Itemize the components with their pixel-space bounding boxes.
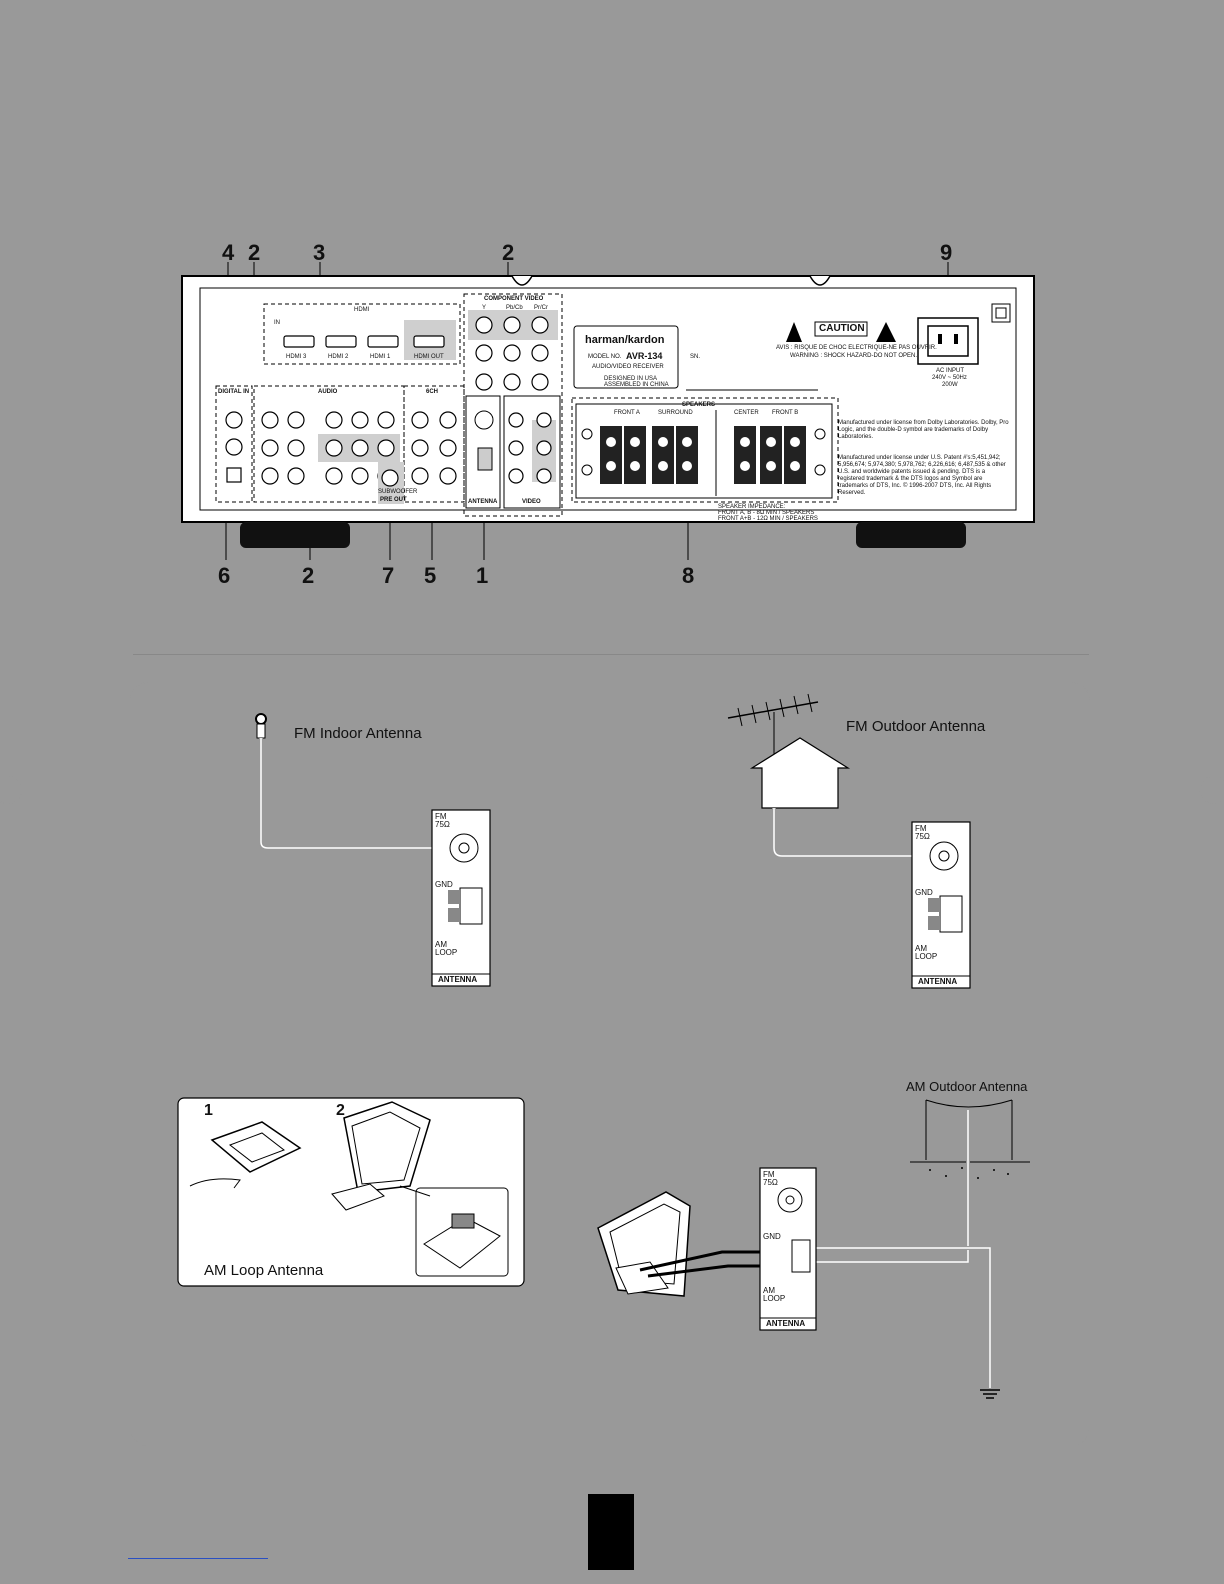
ac-wattage: 200W xyxy=(942,382,958,388)
ac-voltage: 240V ~ 50Hz xyxy=(932,375,967,381)
t2-antenna-title: ANTENNA xyxy=(918,977,958,986)
t3-fm: FM xyxy=(763,1170,775,1179)
t2-loop: LOOP xyxy=(915,952,938,961)
warning-text: WARNING : SHOCK HAZARD-DO NOT OPEN. xyxy=(790,353,918,359)
page-tab-block xyxy=(588,1494,634,1570)
callout-7: 7 xyxy=(382,563,395,588)
audio-label: AUDIO xyxy=(318,389,338,395)
callout-2c: 2 xyxy=(302,563,315,588)
fm-outdoor-label: FM Outdoor Antenna xyxy=(846,718,986,735)
impedance-line-2: FRONT A+B - 12Ω MIN / SPEAKERS xyxy=(718,516,818,522)
t3-am: AM xyxy=(763,1286,775,1295)
callout-2a: 2 xyxy=(248,240,261,265)
step-2-label: 2 xyxy=(336,1102,345,1119)
t1-antenna-title: ANTENNA xyxy=(438,975,478,984)
hdmi-title: HDMI xyxy=(354,307,370,313)
model-label: MODEL NO. xyxy=(588,354,622,360)
callout-3: 3 xyxy=(313,240,326,265)
am-outdoor-label: AM Outdoor Antenna xyxy=(906,1079,1028,1094)
hdmi-port-2: HDMI 2 xyxy=(328,354,349,360)
footer-rule xyxy=(128,1558,268,1559)
antenna-diagram-panel xyxy=(130,682,1090,1446)
t1-am: AM xyxy=(435,940,447,949)
callout-6: 6 xyxy=(218,563,231,588)
t3-loop: LOOP xyxy=(763,1294,786,1303)
digital-in-label: DIGITAL IN xyxy=(218,389,250,395)
avis-text: AVIS : RISQUE DE CHOC ELECTRIQUE-NE PAS … xyxy=(776,345,937,351)
t3-antenna-title: ANTENNA xyxy=(766,1319,806,1328)
callout-9: 9 xyxy=(940,240,953,265)
video-section-label: VIDEO xyxy=(522,499,541,505)
t2-gnd: GND xyxy=(915,888,933,897)
t1-ohm: 75Ω xyxy=(435,820,450,829)
brand-name: harman/kardon xyxy=(585,334,665,346)
t1-loop: LOOP xyxy=(435,948,458,957)
t3-ohm: 75Ω xyxy=(763,1178,778,1187)
hdmi-out-port: HDMI OUT xyxy=(414,354,444,360)
speakers-label: SPEAKERS xyxy=(682,402,716,408)
callout-1: 1 xyxy=(476,563,489,588)
t2-fm: FM xyxy=(915,824,927,833)
product-type: AUDIO/VIDEO RECEIVER xyxy=(592,364,664,370)
t3-gnd: GND xyxy=(763,1232,781,1241)
impedance-line-1: FRONT A, B - 8Ω MIN / SPEAKERS xyxy=(718,510,815,516)
hdmi-port-1: HDMI 1 xyxy=(370,354,391,360)
serial-number: SN. xyxy=(690,354,701,360)
t1-fm: FM xyxy=(435,812,447,821)
t2-ohm: 75Ω xyxy=(915,832,930,841)
designed-in: DESIGNED IN USA xyxy=(604,376,658,382)
callout-4: 4 xyxy=(222,240,235,265)
caution-label: CAUTION xyxy=(819,323,865,334)
callout-5: 5 xyxy=(424,563,437,588)
callout-8: 8 xyxy=(682,563,695,588)
ac-input-label: AC INPUT xyxy=(936,368,965,374)
antenna-section-label: ANTENNA xyxy=(468,499,498,505)
receiver-rear-panel xyxy=(181,262,1035,560)
callout-2b: 2 xyxy=(502,240,515,265)
hdmi-port-3: HDMI 3 xyxy=(286,354,307,360)
center-label: CENTER xyxy=(734,410,759,416)
t1-gnd: GND xyxy=(435,880,453,889)
t2-am: AM xyxy=(915,944,927,953)
surround-label: SURROUND xyxy=(658,410,693,416)
pre-out-label: PRE OUT xyxy=(380,497,407,503)
section-divider xyxy=(133,654,1089,655)
dolby-notice: Manufactured under license from Dolby La… xyxy=(838,420,1009,440)
fm-indoor-label: FM Indoor Antenna xyxy=(294,725,422,742)
component-video-title: COMPONENT VIDEO xyxy=(484,296,544,302)
subwoofer-label: SUBWOOFER xyxy=(378,489,418,495)
impedance-title: SPEAKER IMPEDANCE: xyxy=(718,504,786,510)
hdmi-in-label: IN xyxy=(274,320,280,326)
front-b-label: FRONT B xyxy=(772,410,799,416)
model-number: AVR-134 xyxy=(626,351,663,361)
component-col-pb: Pb/Cb xyxy=(506,305,523,311)
step-1-label: 1 xyxy=(204,1102,213,1119)
6ch-label: 6CH xyxy=(426,389,439,395)
component-col-pr: Pr/Cr xyxy=(534,305,548,311)
front-a-label: FRONT A xyxy=(614,410,640,416)
dts-notice: Manufactured under license under U.S. Pa… xyxy=(838,455,1006,496)
component-col-y: Y xyxy=(482,305,487,311)
am-loop-label: AM Loop Antenna xyxy=(204,1262,324,1279)
assembled-in: ASSEMBLED IN CHINA xyxy=(604,382,669,388)
